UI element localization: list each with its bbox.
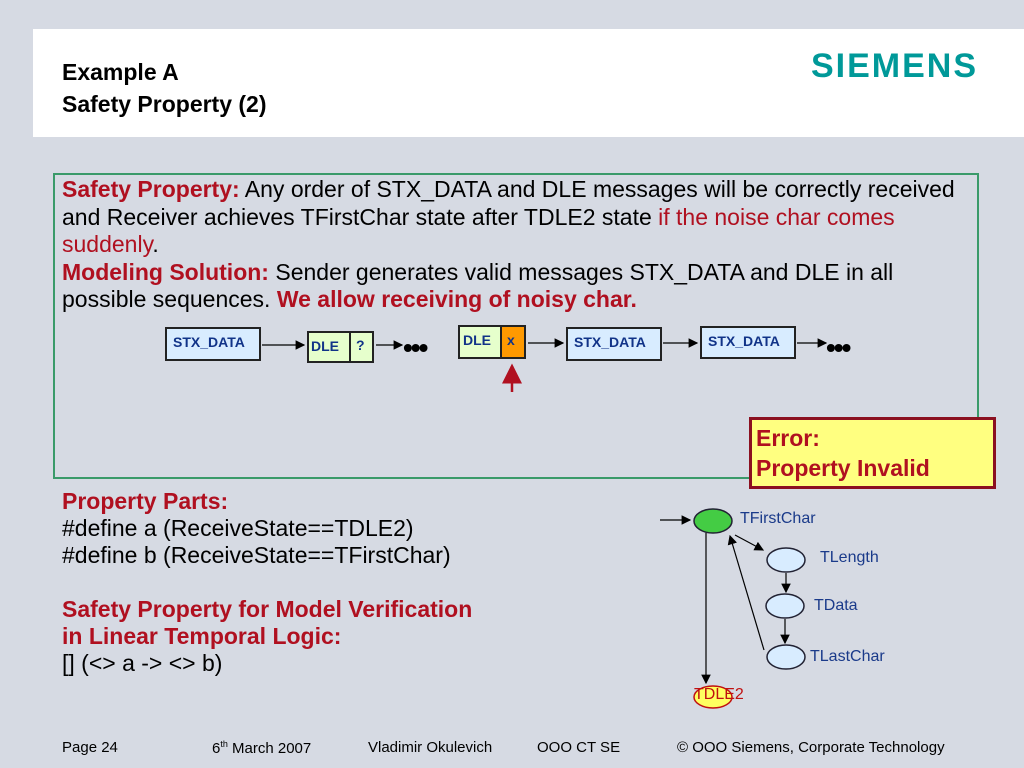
footer-author: Vladimir Okulevich (368, 739, 493, 756)
slide-header: Example A Safety Property (2) SIEMENS (33, 29, 1024, 137)
msg-dle-2-noisy-char: x (500, 325, 526, 359)
error-line2: Property Invalid (756, 455, 930, 481)
ltl-heading-line2: in Linear Temporal Logic: (62, 623, 342, 649)
msg-dle-1-payload: ? (349, 331, 374, 363)
edge-tfirstchar-tlength (734, 534, 765, 551)
ltl-formula: [] (<> a -> <> b) (62, 650, 223, 676)
noise-condition-text: if the noise char comes suddenly (62, 203, 895, 258)
noisy-char-text: We allow receiving of noisy char. (276, 286, 637, 312)
ellipsis-1: ••• (403, 332, 428, 363)
footer-page: Page 24 (62, 739, 118, 756)
label-tlastchar: TLastChar (810, 648, 885, 665)
siemens-logo: SIEMENS (811, 47, 979, 85)
edge-tlastchar-tfirstchar (727, 534, 765, 651)
msg-stx-data-3: STX_DATA (700, 326, 796, 359)
state-tlastchar (766, 644, 806, 670)
msg-stx-data-2: STX_DATA (566, 327, 662, 361)
state-tdle2 (693, 685, 733, 709)
state-tfirstchar (693, 508, 733, 534)
safety-property-frame (53, 173, 979, 479)
slide-title-line2: Safety Property (2) (62, 91, 267, 117)
safety-property-text: Safety Property: Any order of STX_DATA a… (62, 176, 967, 314)
define-a: #define a (ReceiveState==TDLE2) (62, 515, 414, 541)
footer-date: 6th March 2007 (212, 739, 311, 757)
property-parts-heading: Property Parts: (62, 488, 229, 514)
modeling-solution-label: Modeling Solution: (62, 258, 269, 285)
footer-date-suffix: th (220, 739, 228, 749)
msg-stx-data-1: STX_DATA (165, 327, 261, 361)
property-parts: Property Parts: #define a (ReceiveState=… (62, 488, 472, 677)
error-line1: Error: (756, 425, 820, 451)
safety-property-label: Safety Property: (62, 176, 240, 202)
footer-date-day: 6 (212, 740, 221, 757)
footer-org: OOO CT SE (537, 739, 621, 756)
error-callout: Error: Property Invalid (749, 417, 996, 489)
label-tdle2: TDLE2 (694, 686, 744, 703)
define-b: #define b (ReceiveState==TFirstChar) (62, 542, 451, 568)
state-tlength (766, 547, 806, 573)
footer-date-rest: March 2007 (227, 740, 312, 757)
msg-dle-1: DLE (307, 331, 351, 363)
label-tfirstchar: TFirstChar (740, 510, 816, 527)
ellipsis-2: ••• (826, 332, 851, 363)
safety-property-body: Any order of STX_DATA and DLE messages w… (62, 176, 955, 230)
label-tdata: TData (814, 597, 858, 614)
period: . (152, 231, 159, 257)
label-tlength: TLength (820, 549, 879, 566)
modeling-solution-body: Sender generates valid messages STX_DATA… (62, 258, 894, 313)
ltl-heading-line1: Safety Property for Model Verification (62, 596, 473, 622)
slide-title-line1: Example A (62, 59, 179, 85)
state-tdata (765, 593, 805, 619)
footer-copyright: © OOO Siemens, Corporate Technology (677, 739, 945, 756)
